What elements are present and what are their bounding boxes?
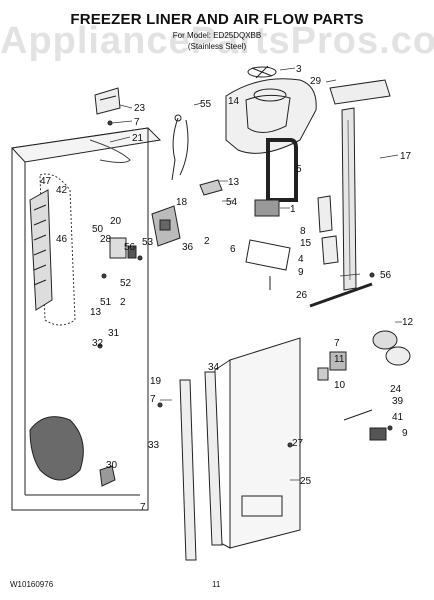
callout-label: 2 — [204, 236, 210, 247]
duct-tube-part — [179, 371, 223, 561]
page-number: 11 — [212, 580, 221, 589]
callout-label: 32 — [92, 338, 104, 349]
control-box-part — [151, 205, 181, 247]
callout-label: 5 — [296, 164, 302, 175]
trim-strip-part — [309, 282, 373, 308]
model-subtitle: For Model: ED25DQXBB — [172, 31, 262, 40]
callout-label: 10 — [334, 380, 346, 391]
gasket-part — [266, 138, 298, 202]
callout-label: 56 — [124, 242, 136, 253]
callout-label: 7 — [334, 338, 340, 349]
callout-label: 26 — [296, 290, 308, 301]
callout-label: 7 — [150, 394, 156, 405]
callout-label: 18 — [176, 197, 188, 208]
callout-label: 36 — [182, 242, 194, 253]
screw-markers — [97, 120, 393, 448]
callout-label: 17 — [400, 151, 412, 162]
callout-label: 42 — [56, 185, 68, 196]
callout-label: 29 — [310, 76, 322, 87]
callout-label: 34 — [208, 362, 220, 373]
callout-label: 7 — [140, 502, 146, 513]
callout-label: 2 — [120, 297, 126, 308]
callout-label: 3 — [296, 64, 302, 75]
thermostat-bracket-part — [199, 179, 223, 196]
page-title: FREEZER LINER AND AIR FLOW PARTS — [70, 11, 364, 28]
sensor-part — [109, 237, 137, 259]
callout-label: 23 — [134, 103, 146, 114]
callout-label: 9 — [298, 267, 304, 278]
callout-label: 41 — [392, 412, 404, 423]
bracket-part — [94, 87, 121, 115]
callout-label: 33 — [148, 440, 160, 451]
callout-label: 12 — [402, 317, 414, 328]
callout-leaders — [109, 67, 402, 481]
callout-label: 7 — [134, 117, 140, 128]
callout-label: 15 — [300, 238, 312, 249]
callout-label: 1 — [290, 204, 296, 215]
callout-label: 53 — [142, 237, 154, 248]
callout-label: 56 — [380, 270, 392, 281]
air-duct-housing-part — [225, 78, 317, 154]
callout-label: 9 — [402, 428, 408, 439]
grille-strip-part — [329, 79, 391, 105]
callout-label: 13 — [228, 177, 240, 188]
callout-label: 55 — [200, 99, 212, 110]
callout-label: 50 — [92, 224, 104, 235]
callout-label: 13 — [90, 307, 102, 318]
finish-subtitle: (Stainless Steel) — [187, 42, 247, 51]
damper-part — [254, 199, 280, 217]
heater-part — [343, 409, 387, 441]
document-number: W10160976 — [10, 580, 54, 589]
light-assembly-part — [317, 330, 411, 381]
wire-harness-part — [171, 114, 189, 181]
callout-label: 51 — [100, 297, 112, 308]
callout-label: 54 — [226, 197, 238, 208]
callout-label: 20 — [110, 216, 122, 227]
callout-label: 39 — [392, 396, 404, 407]
damper-mount-part — [245, 239, 291, 290]
evaporator-tube-part — [29, 189, 53, 311]
callout-labels: 23 7 21 55 14 3 29 17 47 42 13 54 1 5 18… — [40, 64, 414, 513]
callout-label: 19 — [150, 376, 162, 387]
callout-label: 31 — [108, 328, 120, 339]
air-channel-part — [341, 107, 357, 291]
fan-blade-part — [247, 65, 277, 79]
callout-label: 24 — [390, 384, 402, 395]
callout-label: 11 — [334, 354, 345, 365]
callout-label: 47 — [40, 176, 52, 187]
callout-label: 4 — [298, 254, 304, 265]
callout-label: 6 — [230, 244, 236, 255]
callout-label: 14 — [228, 96, 240, 107]
callout-label: 30 — [106, 460, 118, 471]
freezer-liner-part — [10, 127, 162, 511]
callout-label: 52 — [120, 278, 132, 289]
callout-label: 25 — [300, 476, 312, 487]
callout-label: 28 — [100, 234, 112, 245]
callout-label: 8 — [300, 226, 306, 237]
callout-label: 21 — [132, 133, 144, 144]
rear-panel-part — [214, 337, 301, 549]
callout-label: 27 — [292, 438, 304, 449]
callout-label: 46 — [56, 234, 68, 245]
cover-plate-part — [317, 195, 339, 265]
